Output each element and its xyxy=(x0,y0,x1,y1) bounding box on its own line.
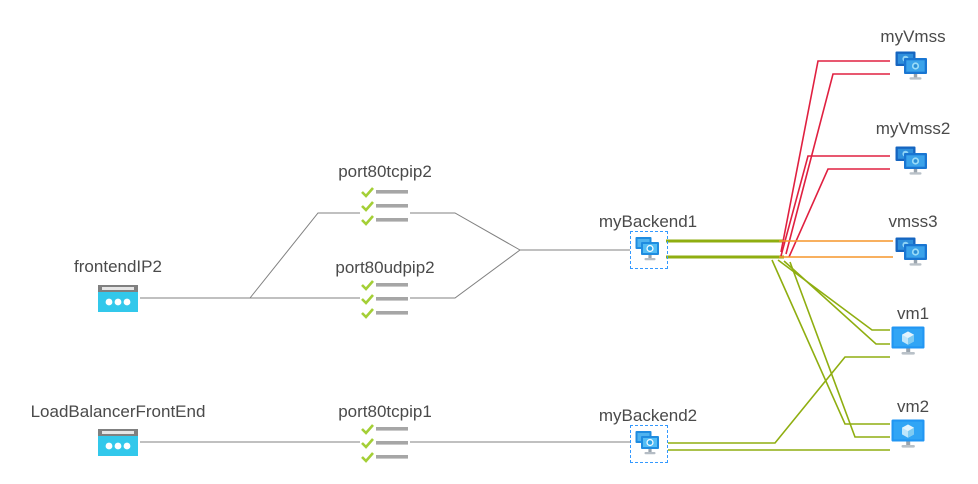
vmss-pool-icon[interactable] xyxy=(634,235,662,263)
node-label-mybackend2: myBackend2 xyxy=(598,406,698,425)
edge-group-mybackend1-to-vmss-crimson xyxy=(780,60,890,258)
edge-mybackend1-to-myvmss2-a xyxy=(780,155,890,257)
edge-mybackend2-to-vm1 xyxy=(668,356,890,444)
node-label-myvmss2: myVmss2 xyxy=(875,119,951,138)
edge-group-mybackend1-to-vm-olive xyxy=(771,259,890,438)
edge-group-mybackend2-to-vm-olive xyxy=(668,356,890,451)
edge-port80udpip2-to-mybackend1 xyxy=(410,249,521,299)
vmss-icon[interactable] xyxy=(894,145,932,179)
vmss-icon[interactable] xyxy=(894,236,932,270)
edge-group-frontendip2-to-rules xyxy=(140,212,360,299)
node-label-loadbalancerfrontend: LoadBalancerFrontEnd xyxy=(30,402,206,421)
edge-group-rules-to-mybackend1 xyxy=(410,212,630,299)
node-label-vm1: vm1 xyxy=(896,304,930,323)
node-label-port80udpip2: port80udpip2 xyxy=(335,258,435,277)
node-label-myvmss: myVmss xyxy=(880,27,946,46)
rule-checklist-icon[interactable] xyxy=(360,185,410,227)
node-label-vmss3: vmss3 xyxy=(888,212,938,231)
vm-icon[interactable] xyxy=(890,325,930,359)
frontend-ip-icon[interactable] xyxy=(96,428,140,458)
edge-group-mybackend1-rails xyxy=(666,239,784,259)
vm-icon[interactable] xyxy=(890,418,930,452)
edge-mybackend1-to-myvmss-a xyxy=(780,60,890,253)
rule-checklist-icon[interactable] xyxy=(360,422,410,464)
selection-outline xyxy=(630,231,668,269)
node-label-port80tcpip2: port80tcpip2 xyxy=(338,162,432,181)
rule-checklist-icon[interactable] xyxy=(360,278,410,320)
edge-frontendip2-to-port80tcpip2 xyxy=(249,212,360,299)
vmss-icon[interactable] xyxy=(894,50,932,84)
edge-mybackend1-to-myvmss2-b xyxy=(788,168,890,258)
frontend-ip-icon[interactable] xyxy=(96,284,140,314)
edge-group-mybackend1-to-vmss3-orange xyxy=(779,240,893,258)
vmss-pool-icon[interactable] xyxy=(634,429,662,457)
node-label-mybackend1: myBackend1 xyxy=(598,212,698,231)
selection-outline xyxy=(630,425,668,463)
edge-mybackend1-to-vm2-b xyxy=(789,261,890,438)
node-label-frontendip2: frontendIP2 xyxy=(74,257,162,276)
edge-mybackend1-to-myvmss-b xyxy=(785,73,890,255)
edge-mybackend1-to-vm1-b xyxy=(783,260,890,345)
edge-port80tcpip2-to-mybackend1 xyxy=(410,212,521,251)
node-label-vm2: vm2 xyxy=(896,397,930,416)
node-label-port80tcpip1: port80tcpip1 xyxy=(338,402,432,421)
edge-mybackend1-to-vm2-a xyxy=(771,259,890,425)
